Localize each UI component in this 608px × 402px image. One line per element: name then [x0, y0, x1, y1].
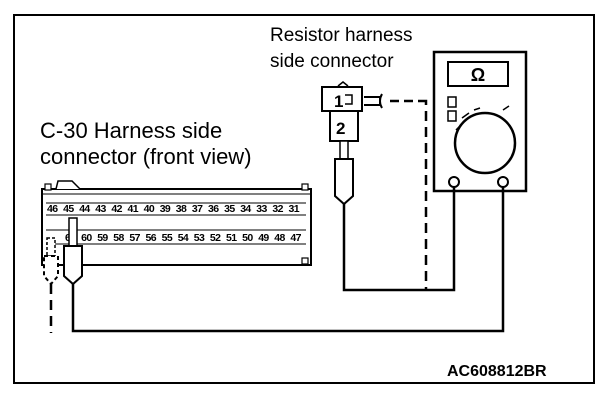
probe-pin45 — [63, 217, 83, 286]
ohmmeter: Ω — [432, 50, 528, 193]
c30-pin-40: 40 — [144, 203, 155, 215]
c30-pin-36: 36 — [208, 203, 219, 215]
c30-connector-label-line1: C-30 Harness side — [40, 118, 222, 143]
c30-pin-55: 55 — [162, 232, 173, 244]
c30-pin-51: 51 — [226, 232, 237, 244]
c30-pin-41: 41 — [128, 203, 139, 215]
probe-pin2 — [334, 140, 456, 292]
figure-frame — [13, 14, 595, 384]
c30-pin-58: 58 — [113, 232, 124, 244]
range-dial — [453, 111, 517, 175]
c30-pin-60: 60 — [81, 232, 92, 244]
c30-pin-35: 35 — [224, 203, 235, 215]
c30-pin-50: 50 — [242, 232, 253, 244]
c30-pin-row-top: 46 45 44 43 42 41 40 39 38 37 36 35 34 33 32 31 — [47, 203, 300, 215]
meter-switch-icon — [447, 96, 457, 108]
c30-pin-45: 45 — [63, 203, 74, 215]
c30-pin-57: 57 — [129, 232, 140, 244]
ohm-symbol: Ω — [471, 65, 485, 85]
probe-jack-left — [448, 176, 460, 188]
probe-pin46 — [43, 237, 59, 333]
resistor-connector-label-line2: side connector — [270, 51, 394, 72]
c30-pin-44: 44 — [79, 203, 90, 215]
c30-pin-34: 34 — [240, 203, 251, 215]
c30-pin-33: 33 — [256, 203, 267, 215]
resistor-pin-2: 2 — [336, 119, 345, 138]
c30-pin-39: 39 — [160, 203, 171, 215]
c30-pin-47: 47 — [290, 232, 301, 244]
resistor-pin-1: 1 — [334, 92, 343, 111]
c30-pin-59: 59 — [97, 232, 108, 244]
c30-pin-54: 54 — [178, 232, 189, 244]
resistor-connector: 1 2 — [321, 81, 363, 142]
probe-pin1 — [364, 93, 428, 290]
meter-lead-right — [71, 187, 505, 333]
c30-pin-52: 52 — [210, 232, 221, 244]
meter-display — [447, 61, 509, 87]
probe-jack-right — [497, 176, 509, 188]
figure-code: AC608812BR — [447, 363, 547, 380]
c30-pin-37: 37 — [192, 203, 203, 215]
c30-pin-32: 32 — [272, 203, 283, 215]
c30-pin-48: 48 — [274, 232, 285, 244]
c30-pin-43: 43 — [95, 203, 106, 215]
c30-pin-row-bottom: 616059585756555453525150494847 — [65, 232, 302, 244]
c30-pin-42: 42 — [111, 203, 122, 215]
c30-pin-53: 53 — [194, 232, 205, 244]
resistor-connector-label-line1: Resistor harness — [270, 25, 413, 46]
c30-pin-56: 56 — [146, 232, 157, 244]
c30-pin-49: 49 — [258, 232, 269, 244]
c30-pin-38: 38 — [176, 203, 187, 215]
c30-pin-46: 46 — [47, 203, 58, 215]
c30-pin-31: 31 — [289, 203, 300, 215]
meter-switch-icon — [447, 110, 457, 122]
c30-connector-label-line2: connector (front view) — [40, 144, 252, 169]
